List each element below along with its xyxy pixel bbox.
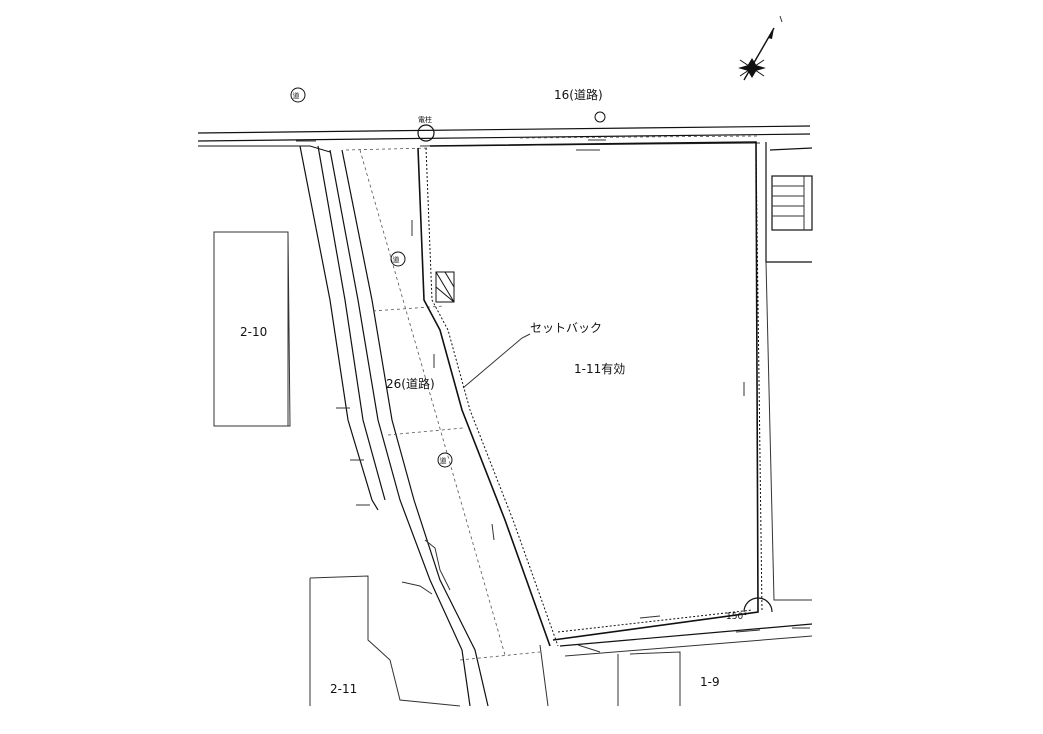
svg-text:道: 道 (393, 255, 400, 264)
main-lot (417, 141, 773, 647)
svg-text:道: 道 (440, 456, 447, 465)
north-road-label: 16(道路) (554, 87, 603, 102)
setback-leader-line (462, 333, 531, 389)
southeast-lot-label: 1-9 (700, 675, 720, 689)
west-road-label: 26(道路) (386, 376, 435, 391)
east-neighbour (765, 142, 813, 601)
main-lot-label: 1-11有効 (574, 361, 625, 376)
compass-icon (738, 15, 783, 81)
setback-label: セットバック (530, 321, 602, 335)
circle-marker (594, 111, 606, 123)
utility-pole: 電柱 (417, 115, 435, 142)
south-area (539, 623, 813, 707)
southwest-lot-label: 2-11 (330, 682, 357, 696)
dimension-annotations (296, 139, 810, 633)
utility-pole-label: 電柱 (418, 115, 432, 124)
circle-kanji-marker: 道 (290, 87, 306, 103)
circle-kanji-marker: 道 (437, 452, 453, 468)
svg-text:道: 道 (293, 91, 300, 100)
circle-kanji-marker: 道 (390, 251, 406, 267)
west-neighbour-lots (198, 145, 461, 707)
corner-angle-label: 150° (726, 612, 748, 622)
west-lot-label: 2-10 (240, 325, 267, 339)
west-road (299, 145, 541, 707)
